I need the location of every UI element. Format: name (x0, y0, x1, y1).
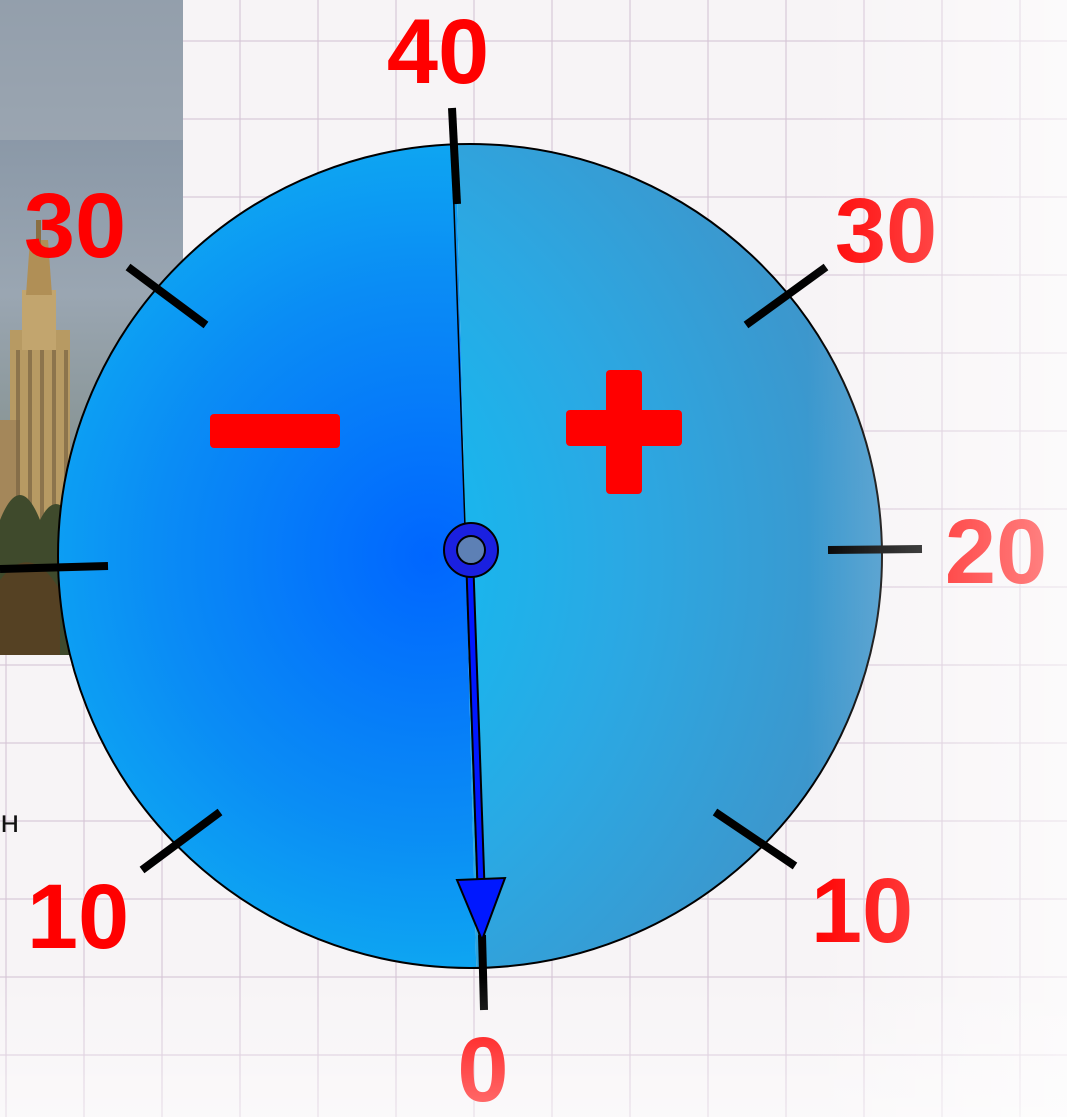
label-bottom: 0 (457, 1019, 508, 1117)
tick-upper-left (125, 263, 209, 329)
tick-lower-right (712, 808, 798, 870)
label-upper-left: 30 (24, 175, 126, 277)
edge-text: н (0, 805, 20, 840)
label-lower-right: 10 (811, 860, 913, 962)
tick-right (827, 545, 923, 554)
label-upper-right: 30 (835, 180, 937, 282)
tick-left (0, 562, 109, 573)
needle-arrowhead (455, 876, 507, 943)
needle (443, 522, 507, 943)
label-right: 20 (945, 501, 1047, 603)
tick-bottom (478, 934, 488, 1011)
label-lower-left: 10 (27, 866, 129, 968)
tick-top (448, 107, 461, 205)
plus-sign-vertical (606, 370, 642, 494)
needle-shaft (467, 569, 484, 887)
minus-sign (210, 414, 340, 448)
pivot-inner (456, 535, 486, 565)
sign-symbols: − + (210, 370, 682, 494)
label-top: 40 (387, 1, 489, 103)
tick-lower-left (139, 808, 223, 874)
